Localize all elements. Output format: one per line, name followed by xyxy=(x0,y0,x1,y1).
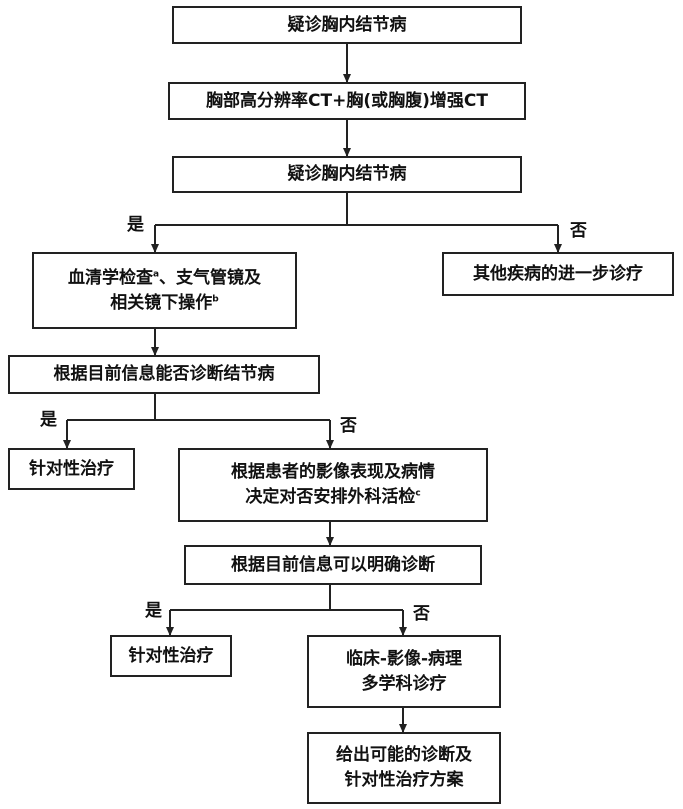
branch-label-yes: 是 xyxy=(127,215,144,235)
footnote-marker: b xyxy=(212,293,219,304)
node-text: 临床-影像-病理 xyxy=(345,648,463,669)
branch-label-no: 否 xyxy=(570,221,587,241)
node-can-confirm-diagnosis: 根据目前信息可以明确诊断 xyxy=(184,545,482,585)
node-possible-diagnosis-plan: 给出可能的诊断及 针对性治疗方案 xyxy=(307,732,501,804)
node-text: 胸部高分辨率CT+胸(或胸腹)增强CT xyxy=(206,90,488,111)
node-text: 根据目前信息可以明确诊断 xyxy=(231,554,435,575)
branch-label-yes: 是 xyxy=(40,410,57,430)
node-text: 血清学检查 xyxy=(67,267,153,288)
node-text: 决定对否安排外科活检 xyxy=(245,487,416,507)
node-text: 、支气管镜及 xyxy=(159,267,262,288)
node-text: 疑诊胸内结节病 xyxy=(287,164,407,185)
node-surgical-biopsy-decision: 根据患者的影像表现及病情 决定对否安排外科活检c xyxy=(178,448,488,522)
node-text: 针对性治疗 xyxy=(29,458,114,479)
footnote-marker: a xyxy=(152,269,160,280)
node-targeted-treatment-1: 针对性治疗 xyxy=(8,448,135,490)
node-text: 多学科诊疗 xyxy=(361,673,447,694)
branch-label-no: 否 xyxy=(340,416,357,436)
node-hrct-enhanced-ct: 胸部高分辨率CT+胸(或胸腹)增强CT xyxy=(168,82,526,120)
branch-label-no: 否 xyxy=(413,604,430,624)
node-serology-bronchoscopy: 血清学检查a、支气管镜及 相关镜下操作b xyxy=(32,252,297,329)
node-targeted-treatment-2: 针对性治疗 xyxy=(110,635,232,677)
node-text: 针对性治疗 xyxy=(128,645,214,666)
node-can-diagnose-sarcoidosis: 根据目前信息能否诊断结节病 xyxy=(8,355,320,394)
node-text: 其他疾病的进一步诊疗 xyxy=(473,263,643,284)
node-suspected-sarcoidosis-1: 疑诊胸内结节病 xyxy=(172,6,522,44)
branch-label-yes: 是 xyxy=(145,601,162,621)
node-text: 针对性治疗方案 xyxy=(344,770,464,790)
node-text: 根据患者的影像表现及病情 xyxy=(231,462,435,483)
node-other-diseases: 其他疾病的进一步诊疗 xyxy=(442,252,674,296)
footnote-marker: c xyxy=(415,488,421,499)
node-suspected-sarcoidosis-2: 疑诊胸内结节病 xyxy=(172,156,522,193)
node-multidisciplinary: 临床-影像-病理 多学科诊疗 xyxy=(307,635,501,708)
node-text: 疑诊胸内结节病 xyxy=(287,14,407,35)
node-text: 根据目前信息能否诊断结节病 xyxy=(53,364,275,385)
node-text: 相关镜下操作 xyxy=(110,292,213,313)
node-text: 给出可能的诊断及 xyxy=(336,745,472,766)
